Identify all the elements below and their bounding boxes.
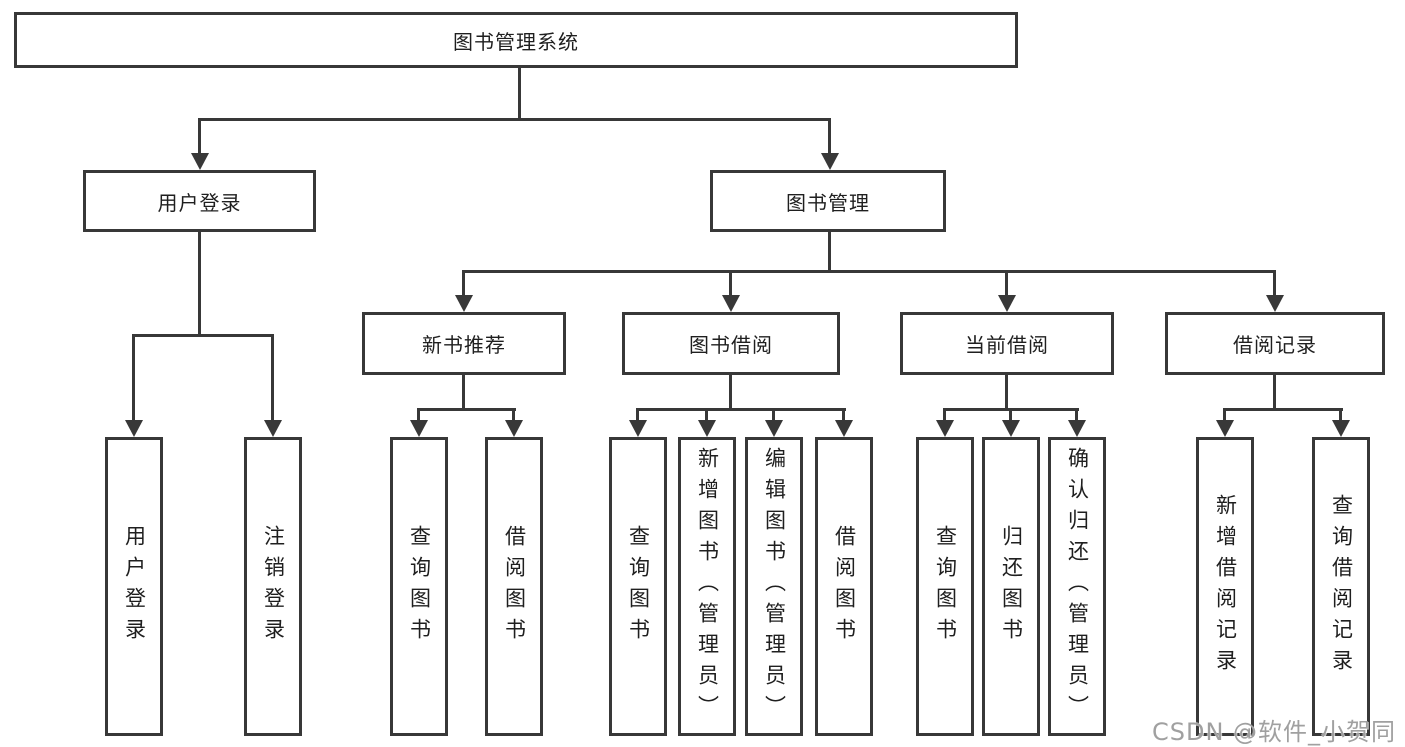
leaf-br-query-label: 查询借阅记录 [1329, 493, 1354, 680]
node-user-login: 用户登录 [83, 170, 316, 232]
connector-book-borrow-stem [729, 375, 732, 411]
leaf-nb-borrow-label: 借阅图书 [502, 524, 527, 649]
connector-new-book-rec-stem [462, 375, 465, 411]
connector-arrow-book-mgmt [828, 118, 831, 153]
connector-arrow-bb-borrow [842, 408, 845, 420]
node-borrow-record: 借阅记录 [1165, 312, 1385, 375]
leaf-logout-label: 注销登录 [261, 524, 286, 649]
connector-l2-bar [462, 270, 1276, 273]
node-new-book-rec: 新书推荐 [362, 312, 566, 375]
connector-new-book-rec-bar [417, 408, 516, 411]
connector-arrow-bb-query [636, 408, 639, 420]
leaf-nb-query: 查询图书 [390, 437, 448, 736]
connector-arrow-nb-borrow [512, 408, 515, 420]
connector-arrow-cb-confirm [1075, 408, 1078, 420]
leaf-logout: 注销登录 [244, 437, 302, 736]
connector-user-login-bar [132, 334, 274, 337]
leaf-bb-query: 查询图书 [609, 437, 667, 736]
leaf-cb-confirm: 确认归还（管理员） [1048, 437, 1106, 736]
connector-book-borrow-bar [636, 408, 846, 411]
connector-arrow-current-borrow [1005, 270, 1008, 295]
leaf-br-add-label: 新增借阅记录 [1213, 493, 1238, 680]
node-book-borrow: 图书借阅 [622, 312, 840, 375]
connector-borrow-record-stem [1273, 375, 1276, 411]
connector-user-login-stem [198, 232, 201, 337]
connector-borrow-record-bar [1223, 408, 1343, 411]
leaf-cb-return-label: 归还图书 [999, 524, 1024, 649]
leaf-user-login-label: 用户登录 [122, 524, 147, 649]
node-book-mgmt: 图书管理 [710, 170, 946, 232]
connector-arrow-leaf-user-login [132, 334, 135, 420]
node-current-borrow: 当前借阅 [900, 312, 1114, 375]
leaf-cb-confirm-label: 确认归还（管理员） [1065, 447, 1090, 726]
leaf-bb-edit-label: 编辑图书（管理员） [762, 447, 787, 726]
leaf-br-add: 新增借阅记录 [1196, 437, 1254, 736]
leaf-bb-borrow-label: 借阅图书 [832, 524, 857, 649]
leaf-bb-edit: 编辑图书（管理员） [745, 437, 803, 736]
leaf-cb-query-label: 查询图书 [933, 524, 958, 649]
leaf-bb-query-label: 查询图书 [626, 524, 651, 649]
connector-arrow-cb-return [1009, 408, 1012, 420]
connector-arrow-borrow-record [1273, 270, 1276, 295]
connector-arrow-br-add [1223, 408, 1226, 420]
connector-arrow-bb-add [705, 408, 708, 420]
connector-current-borrow-stem [1005, 375, 1008, 411]
leaf-bb-borrow: 借阅图书 [815, 437, 873, 736]
leaf-bb-add-label: 新增图书（管理员） [695, 447, 720, 726]
connector-arrow-br-query [1339, 408, 1342, 420]
connector-arrow-book-borrow [729, 270, 732, 295]
connector-arrow-bb-edit [772, 408, 775, 420]
leaf-br-query: 查询借阅记录 [1312, 437, 1370, 736]
connector-arrow-new-book-rec [462, 270, 465, 295]
connector-l1-bar [198, 118, 831, 121]
connector-arrow-cb-query [943, 408, 946, 420]
connector-arrow-nb-query [417, 408, 420, 420]
node-root: 图书管理系统 [14, 12, 1018, 68]
leaf-nb-borrow: 借阅图书 [485, 437, 543, 736]
leaf-bb-add: 新增图书（管理员） [678, 437, 736, 736]
connector-root-stem [518, 68, 521, 121]
leaf-cb-return: 归还图书 [982, 437, 1040, 736]
connector-arrow-user-login [198, 118, 201, 153]
leaf-user-login: 用户登录 [105, 437, 163, 736]
csdn-watermark: CSDN @软件_小贺同学 [1152, 718, 1397, 746]
connector-arrow-leaf-logout [271, 334, 274, 420]
connector-book-mgmt-stem [828, 232, 831, 273]
leaf-cb-query: 查询图书 [916, 437, 974, 736]
leaf-nb-query-label: 查询图书 [407, 524, 432, 649]
